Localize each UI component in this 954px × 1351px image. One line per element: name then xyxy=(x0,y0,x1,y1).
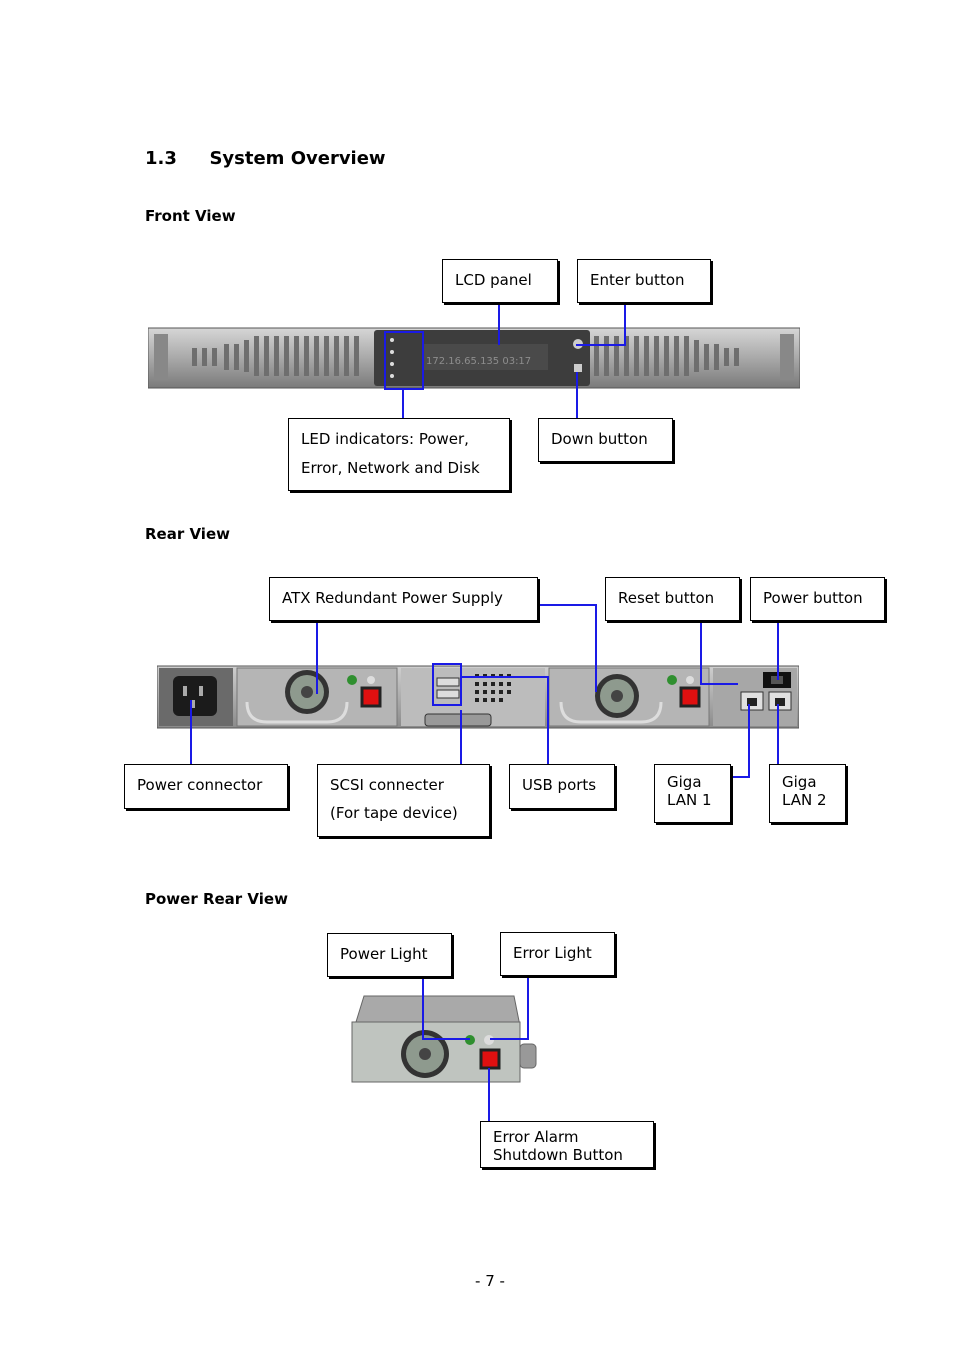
lan1-callout-line-h xyxy=(731,776,750,778)
reset-button-label: Reset button xyxy=(605,577,740,621)
rear-panel-image xyxy=(157,665,799,729)
atx-power-label: ATX Redundant Power Supply xyxy=(269,577,538,621)
usb-ports-label: USB ports xyxy=(509,764,615,809)
front-panel-image: 172.16.65.135 03:17 xyxy=(148,327,800,389)
power-light-callout-line-h xyxy=(422,1038,470,1040)
lan2-callout-line xyxy=(777,704,779,764)
down-callout-line xyxy=(576,372,578,418)
error-alarm-label: Error Alarm Shutdown Button xyxy=(480,1121,654,1168)
lcd-text: 172.16.65.135 03:17 xyxy=(426,356,531,367)
lcd-panel-label: LCD panel xyxy=(442,259,558,303)
alarm-callout-line xyxy=(488,1068,490,1122)
error-light-callout-line-h xyxy=(490,1038,529,1040)
power-connector-label: Power connector xyxy=(124,764,288,809)
error-light-label: Error Light xyxy=(500,932,615,976)
led-callout-line xyxy=(402,390,404,418)
enter-callout-line xyxy=(624,303,626,346)
down-button-label: Down button xyxy=(538,418,673,462)
led-indicators-label: LED indicators: Power, Error, Network an… xyxy=(288,418,510,491)
section-number: 1.3 xyxy=(145,148,177,169)
error-light-callout-line xyxy=(527,976,529,1040)
lan2-label: Giga LAN 2 xyxy=(769,764,846,823)
lan1-callout-line xyxy=(748,704,750,778)
page-number: - 7 - xyxy=(475,1272,505,1290)
lcd-callout-line xyxy=(498,303,500,345)
led-highlight-box xyxy=(384,331,424,390)
power-light-label: Power Light xyxy=(327,933,452,977)
usb-highlight-box xyxy=(432,663,462,706)
usb-callout-line-h xyxy=(461,676,549,678)
lan1-label: Giga LAN 1 xyxy=(654,764,731,823)
scsi-connector-label: SCSI connecter (For tape device) xyxy=(317,764,490,837)
power-connector-callout-line xyxy=(190,700,192,764)
power-light-callout-line xyxy=(422,977,424,1040)
scsi-callout-line xyxy=(460,710,462,764)
section-heading: 1.3 System Overview xyxy=(145,148,386,169)
power-supply-image xyxy=(351,995,537,1083)
reset-callout-line-h xyxy=(700,683,738,685)
enter-callout-line-h xyxy=(576,344,626,346)
front-view-heading: Front View xyxy=(145,207,236,225)
enter-button-label: Enter button xyxy=(577,259,711,303)
usb-callout-line xyxy=(547,676,549,764)
atx-callout-line-right xyxy=(595,604,597,692)
atx-callout-line-h xyxy=(538,604,596,606)
power-rear-view-heading: Power Rear View xyxy=(145,890,288,908)
power-button-label: Power button xyxy=(750,577,885,621)
section-title: System Overview xyxy=(209,148,386,169)
atx-callout-line-left xyxy=(316,620,318,694)
rear-view-heading: Rear View xyxy=(145,525,230,543)
reset-callout-line xyxy=(700,620,702,684)
power-button-callout-line xyxy=(777,620,779,680)
